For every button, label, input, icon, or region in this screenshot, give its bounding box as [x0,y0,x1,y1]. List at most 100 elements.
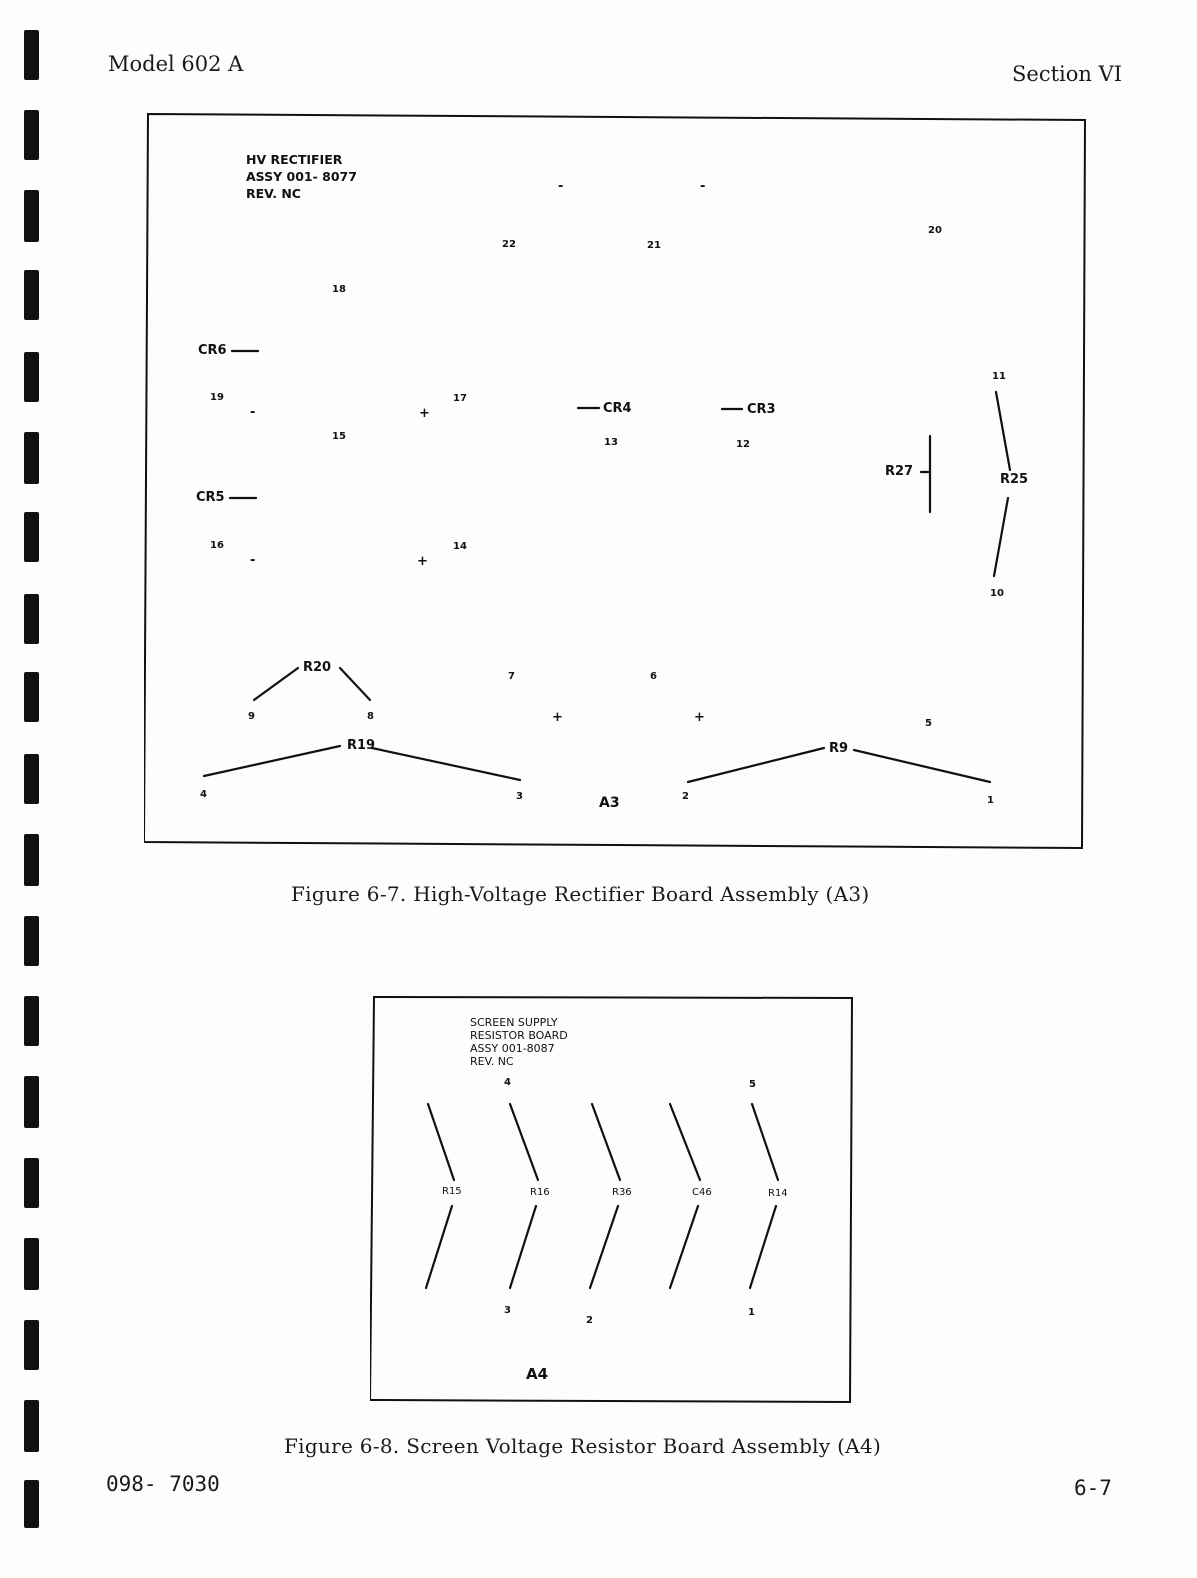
binder-mark [24,512,39,562]
label-6: 6 [650,671,657,682]
figure-a4-board: SCREEN SUPPLY RESISTOR BOARD ASSY 001-80… [370,994,854,1404]
a3-title-line2: ASSY 001- 8077 [246,169,357,184]
label-1: 1 [987,795,994,806]
label-minus: - [250,553,256,568]
binder-mark [24,754,39,804]
label-minus: - [700,179,706,194]
label-16: 16 [210,540,224,551]
r9-left [686,746,826,784]
binder-mark [24,352,39,402]
label-plus: + [417,554,428,569]
a4-title-line2: RESISTOR BOARD [470,1029,568,1042]
r20-right [338,666,372,702]
a4-title-line4: REV. NC [470,1055,514,1068]
binder-mark [24,1076,39,1128]
a4-title-line1: SCREEN SUPPLY [470,1016,558,1029]
binder-mark [24,1158,39,1208]
binder-mark [24,190,39,242]
label-4: 4 [200,789,207,800]
label-4: 4 [504,1077,511,1088]
binder-mark [24,834,39,886]
label-5: 5 [925,718,932,729]
label-8: 8 [367,711,374,722]
r20-left [252,666,300,702]
label-r16: R16 [530,1187,550,1198]
a4-title-line3: ASSY 001-8087 [470,1042,555,1055]
label-r14: R14 [768,1188,788,1199]
label-minus: - [558,179,564,194]
board-outline [144,112,1087,850]
label-11: 11 [992,371,1006,382]
label-2: 2 [682,791,689,802]
binder-mark [24,1480,39,1528]
label-cr6: CR6 [198,343,227,358]
r25-upper [994,390,1012,472]
label-plus: + [694,710,705,725]
label-2: 2 [586,1315,593,1326]
label-minus: - [250,405,256,420]
binder-mark [24,996,39,1046]
label-r20: R20 [303,660,332,675]
label-r36: R36 [612,1187,632,1198]
label-plus: + [552,710,563,725]
figure-6-8-caption: Figure 6-8. Screen Voltage Resistor Boar… [284,1434,882,1458]
label-20: 20 [928,225,942,236]
binder-mark [24,270,39,320]
r16-lower [508,1204,538,1290]
c46-upper [668,1102,702,1182]
a3-title-line3: REV. NC [246,186,301,201]
label-12: 12 [736,439,750,450]
r16-upper [508,1102,540,1182]
label-9: 9 [248,711,255,722]
header-section: Section VI [1012,62,1123,86]
binder-mark [24,1320,39,1370]
a3-title-line1: HV RECTIFIER [246,152,343,167]
binder-mark [24,1238,39,1290]
label-3: 3 [516,791,523,802]
binder-mark [24,594,39,644]
binder-mark [24,110,39,160]
binder-mark [24,30,39,80]
binder-mark [24,916,39,966]
footer-doc-number: 098- 7030 [106,1472,220,1496]
binder-mark [24,672,39,722]
binder-mark [24,1400,39,1452]
label-3: 3 [504,1305,511,1316]
label-10: 10 [990,588,1004,599]
label-1: 1 [748,1307,755,1318]
label-19: 19 [210,392,224,403]
label-21: 21 [647,240,661,251]
label-18: 18 [332,284,346,295]
r36-upper [590,1102,622,1182]
label-5: 5 [749,1079,756,1090]
label-7: 7 [508,671,515,682]
label-r25: R25 [1000,472,1029,487]
label-15: 15 [332,431,346,442]
r19-left [202,744,342,778]
label-r9: R9 [829,741,849,756]
label-r27: R27 [885,464,914,479]
label-14: 14 [453,541,467,552]
r14-lower [748,1204,778,1290]
board-outline [370,995,854,1404]
r36-lower [588,1204,620,1290]
label-22: 22 [502,239,516,250]
binder-mark [24,432,39,484]
figure-a3-board: HV RECTIFIER ASSY 001- 8077 REV. NC - - … [144,110,1088,850]
header-model: Model 602 A [108,52,244,76]
r15-lower [424,1204,454,1290]
r19-right [370,746,522,782]
r14-upper [750,1102,780,1182]
label-r15: R15 [442,1186,462,1197]
label-cr3: CR3 [747,402,776,417]
label-17: 17 [453,393,467,404]
r15-upper [426,1102,456,1182]
label-13: 13 [604,437,618,448]
r9-right [852,748,992,784]
c46-lower [668,1204,700,1290]
figure-6-7-caption: Figure 6-7. High-Voltage Rectifier Board… [291,882,870,906]
footer-page-number: 6-7 [1074,1476,1112,1500]
figure-a4-drawing [370,995,854,1404]
label-c46: C46 [692,1187,712,1198]
label-cr5: CR5 [196,490,225,505]
